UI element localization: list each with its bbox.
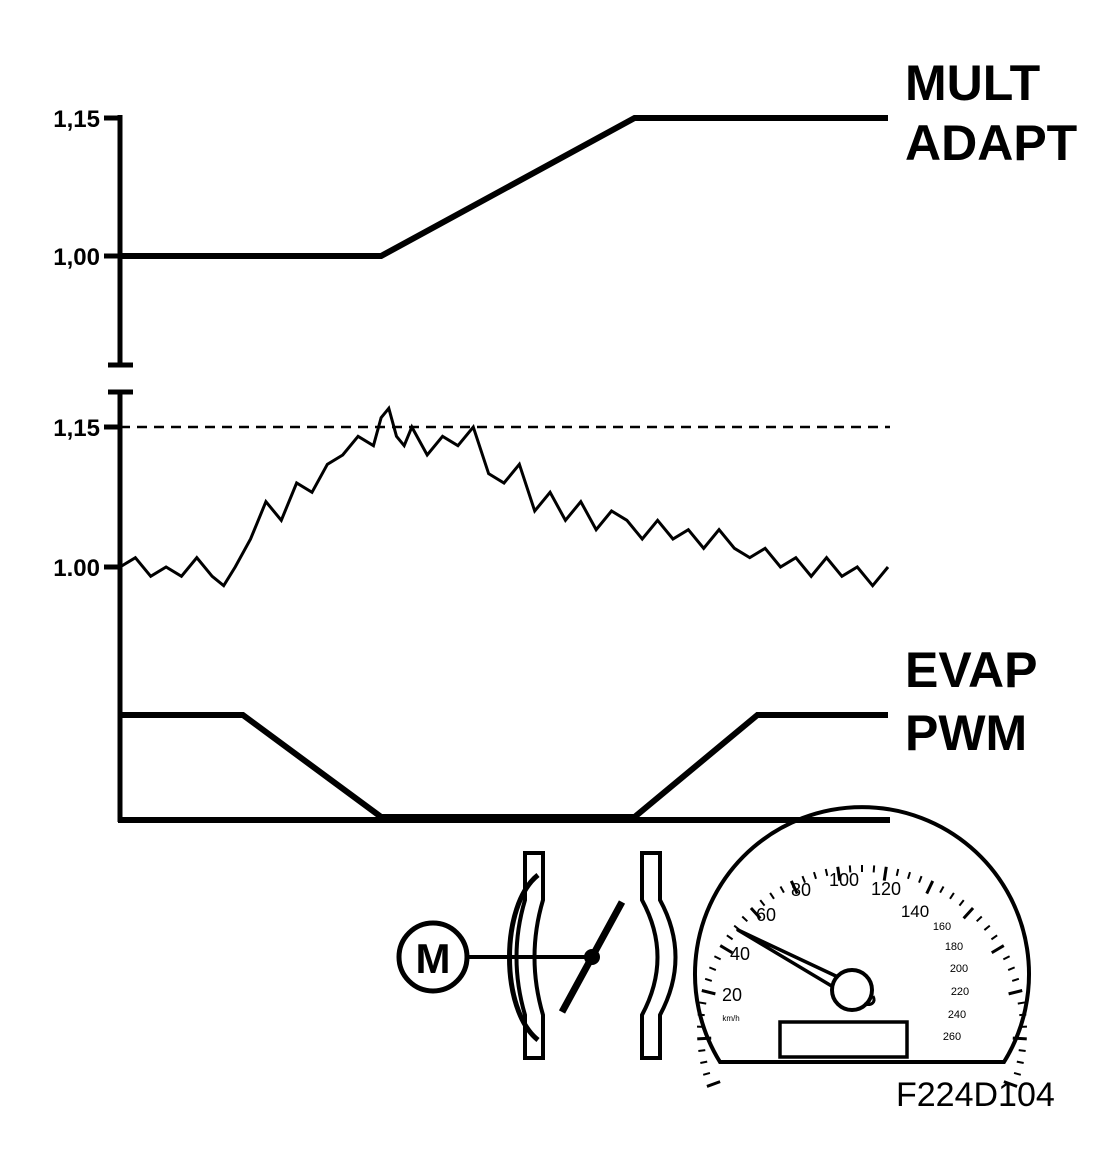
speedometer-tick: [713, 955, 722, 961]
middle-tick-label-115: 1,15: [53, 415, 100, 442]
speedometer-tick: [698, 1049, 706, 1052]
speedometer-tick: [949, 892, 955, 900]
mult-adapt-line: [120, 115, 888, 259]
tick-label-60: 60: [756, 905, 776, 925]
speedometer-tick: [769, 892, 775, 900]
evap-label: EVAP: [905, 642, 1037, 698]
speedometer-tick: [962, 906, 975, 920]
speedometer-tick: [1008, 989, 1023, 996]
throttle-body-left-wall: [514, 851, 545, 1060]
speedometer-tick: [1007, 966, 1016, 971]
speedometer-tick: [741, 915, 749, 923]
speedometer-tick: [789, 880, 799, 895]
speedometer-tick: [749, 906, 762, 920]
speedometer-tick: [918, 875, 923, 884]
speedometer-tick: [699, 1001, 707, 1005]
tick-label-100: 100: [829, 870, 859, 890]
speedometer-ticks: [697, 865, 1027, 1088]
speedometer-tick: [1003, 1080, 1018, 1088]
motor-icon: M: [396, 920, 470, 994]
adapt-label: ADAPT: [905, 115, 1077, 171]
speedometer-tick: [925, 880, 935, 895]
speedometer-tick: [759, 899, 766, 907]
needle-hub-tail: [863, 995, 876, 1006]
speedometer-tick: [708, 966, 717, 971]
speedometer-tick: [801, 875, 806, 884]
speedometer-tick: [990, 944, 1005, 955]
tick-label-260: 260: [943, 1031, 961, 1043]
tick-label-40: 40: [730, 944, 750, 964]
speedometer-tick: [1017, 1001, 1025, 1005]
speedometer-tick: [848, 865, 852, 873]
speedometer-tick: [1018, 1049, 1026, 1052]
speedometer-tick-labels: 20 40 60 80 100 120 140 160 180 200 220 …: [722, 870, 969, 1043]
speedometer-tick: [907, 871, 911, 880]
needle-hub: [830, 968, 874, 1012]
mult-adapt-panel: 1,15 1,00 MULT ADAPT: [53, 55, 1077, 368]
throttle-body-right-wall: [640, 851, 678, 1060]
throttle-pivot: [584, 949, 600, 965]
speedometer-tick: [983, 924, 991, 931]
speedometer-tick: [813, 871, 817, 880]
tick-label-140: 140: [901, 902, 929, 921]
odometer-display: [778, 1020, 909, 1059]
speed-unit-label: km/h: [722, 1014, 739, 1023]
speedometer-tick: [697, 1036, 712, 1041]
speedometer-tick: [1016, 1060, 1024, 1064]
upper-tick-label-100: 1,00: [53, 244, 100, 271]
tick-label-200: 200: [950, 963, 968, 975]
speedometer-face: [693, 805, 1031, 1064]
speedometer-tick: [872, 865, 876, 873]
speedometer-tick: [882, 866, 888, 881]
speedometer-tick: [958, 899, 965, 907]
tick-label-120: 120: [871, 879, 901, 899]
upper-tick-label-115: 1,15: [53, 106, 100, 133]
tick-label-20: 20: [722, 985, 742, 1005]
mult-label: MULT: [905, 55, 1040, 111]
speedometer-tick: [824, 868, 829, 877]
tick-label-180: 180: [945, 941, 963, 953]
speedometer-tick: [706, 1080, 721, 1088]
tick-label-240: 240: [948, 1009, 966, 1021]
speedometer-tick: [779, 886, 785, 894]
speedometer-tick: [1019, 1013, 1027, 1017]
signal-line: [119, 405, 890, 589]
pwm-label: PWM: [905, 705, 1027, 761]
signal-panel: 1,15 1.00: [53, 389, 890, 822]
speedometer-tick: [1012, 1036, 1027, 1041]
speedometer-tick: [704, 977, 713, 982]
speedometer-tick: [1002, 955, 1011, 961]
speedometer-tick: [1011, 977, 1020, 982]
tick-label-220: 220: [951, 986, 969, 998]
speedometer-tick: [1013, 1071, 1022, 1076]
speedometer-tick: [836, 866, 842, 881]
middle-tick-label-100: 1.00: [53, 555, 100, 582]
speedometer-tick: [895, 868, 900, 877]
figure-code: F224D104: [896, 1076, 1055, 1114]
motor-label: M: [416, 935, 451, 982]
tick-label-80: 80: [791, 880, 811, 900]
speedometer-tick: [702, 1071, 711, 1076]
speedometer-tick: [726, 934, 734, 941]
evap-pwm-line: [120, 712, 888, 820]
tick-label-160: 160: [933, 921, 951, 933]
speedometer-tick: [697, 1013, 705, 1017]
speedometer-tick: [990, 934, 998, 941]
throttle-assembly: M: [396, 851, 678, 1060]
speedometer-tick: [939, 886, 945, 894]
speedometer-tick: [700, 1060, 708, 1064]
evap-pwm-panel: EVAP PWM: [118, 642, 1037, 823]
speedometer-tick: [701, 989, 716, 996]
speedometer-tick: [719, 944, 734, 955]
speedometer-tick: [975, 915, 983, 923]
speedometer-gauge: 20 40 60 80 100 120 140 160 180 200 220 …: [693, 805, 1031, 1088]
